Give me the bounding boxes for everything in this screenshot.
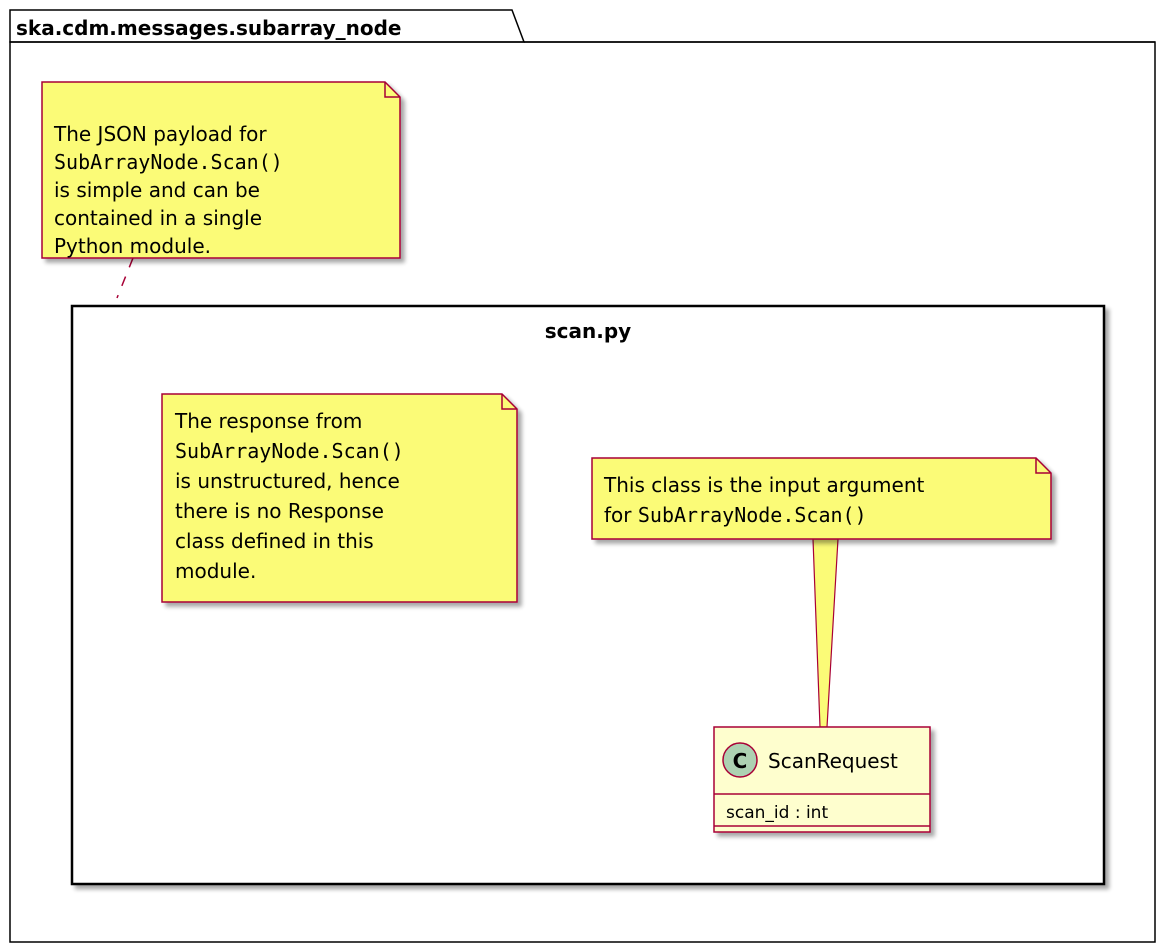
package-title: ska.cdm.messages.subarray_node (16, 16, 401, 40)
class-name: ScanRequest (768, 749, 898, 773)
note-line-segment: contained in a single (54, 206, 262, 230)
note-input-text: This class is the input argument for SubA… (603, 473, 925, 527)
note-input (591, 457, 1052, 540)
class-attribute: scan_id : int (726, 803, 828, 823)
note-line-segment: Python module. (54, 234, 211, 258)
note-line-segment: is unstructured, hence (175, 469, 400, 493)
note-payload (41, 81, 401, 259)
module-title: scan.py (545, 319, 631, 343)
note-line-segment: is simple and can be (54, 178, 260, 202)
note-line-segment: SubArrayNode.Scan() (54, 150, 283, 174)
class-stereotype-letter: C (733, 749, 748, 773)
package-frame: ska.cdm.messages.subarray_node (9, 9, 1156, 943)
note-line-segment: module. (175, 559, 256, 583)
note-line-segment: The response from (174, 409, 362, 433)
note-line-segment: The JSON payload for (53, 122, 267, 146)
note-line-segment: SubArrayNode.Scan() (175, 439, 404, 463)
note-line-segment: there is no Response (175, 499, 384, 523)
class-box (713, 726, 931, 833)
note-line-segment: for (604, 503, 638, 527)
note-response (161, 393, 518, 603)
class-scanrequest[interactable] (713, 726, 931, 833)
class-stereotype-icon (722, 742, 758, 778)
note-line-segment: This class is the input argument (603, 473, 925, 497)
note-link-dashed (116, 257, 134, 299)
note-line-segment: SubArrayNode.Scan() (638, 503, 867, 527)
note-line-segment: class defined in this (175, 529, 374, 553)
